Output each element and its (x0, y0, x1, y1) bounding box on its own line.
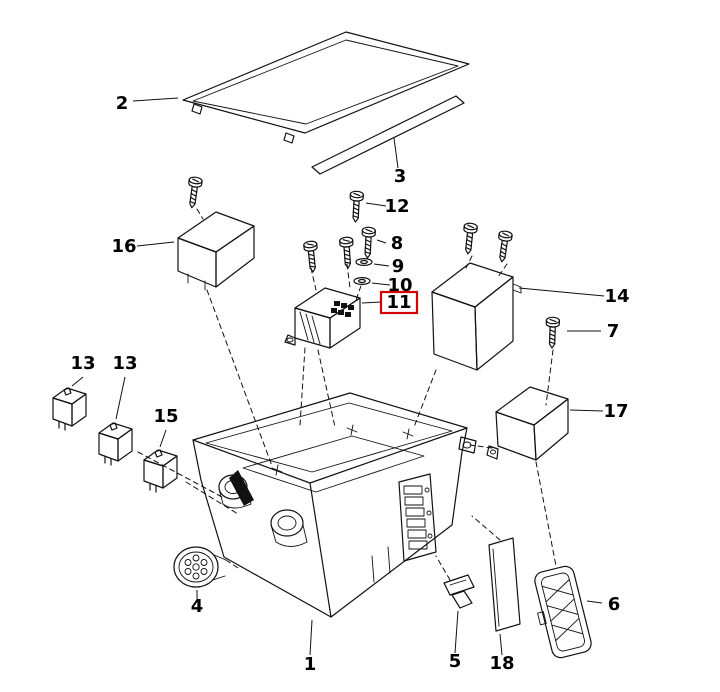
part-relay-13b (98, 422, 133, 466)
callout-labels: 2 3 12 8 9 10 11 16 14 7 17 13 13 15 4 1… (70, 93, 629, 675)
part-housing-1 (192, 392, 477, 618)
part-pad-6 (534, 565, 592, 659)
part-seal-strip (311, 95, 465, 175)
callout-16[interactable]: 16 (111, 236, 136, 257)
part-module-17 (486, 386, 569, 461)
callout-7[interactable]: 7 (607, 321, 620, 342)
callout-leader-lines (71, 97, 605, 656)
callout-15[interactable]: 15 (153, 406, 178, 427)
part-module-14 (431, 262, 522, 371)
washer-10-icon (353, 277, 371, 285)
washer-9-icon (355, 258, 373, 266)
part-relay-13a (52, 387, 87, 431)
callout-18[interactable]: 18 (489, 653, 514, 674)
callout-13a[interactable]: 13 (70, 353, 95, 374)
callout-5[interactable]: 5 (449, 651, 462, 672)
part-relay-box-16 (177, 211, 255, 291)
part-cover-lid (182, 31, 470, 144)
callout-11-highlight-box (379, 290, 419, 315)
callout-3[interactable]: 3 (394, 166, 407, 187)
part-panel-18 (488, 537, 521, 632)
screw-above-16-icon (184, 175, 204, 210)
screw-7-icon (544, 316, 561, 349)
callout-4[interactable]: 4 (191, 596, 204, 617)
callout-11[interactable]: 11 (386, 292, 411, 313)
part-relay-15 (143, 449, 178, 493)
screw-8-icon (360, 226, 377, 259)
callout-13b[interactable]: 13 (112, 353, 137, 374)
screw-12-icon (348, 190, 365, 223)
callout-8[interactable]: 8 (391, 233, 404, 254)
screws-above-14-icon (460, 222, 514, 264)
callout-2[interactable]: 2 (116, 93, 129, 114)
part-relay-11 (284, 287, 361, 349)
callout-10[interactable]: 10 (387, 275, 412, 296)
callout-17[interactable]: 17 (603, 401, 628, 422)
part-plug-4 (173, 546, 227, 588)
callout-12[interactable]: 12 (384, 196, 409, 217)
part-clip-5 (443, 574, 475, 609)
callout-6[interactable]: 6 (608, 594, 621, 615)
assembly-dashed-lines (137, 208, 557, 581)
callout-1[interactable]: 1 (304, 654, 317, 675)
callout-14[interactable]: 14 (604, 286, 629, 307)
callout-9[interactable]: 9 (392, 256, 405, 277)
